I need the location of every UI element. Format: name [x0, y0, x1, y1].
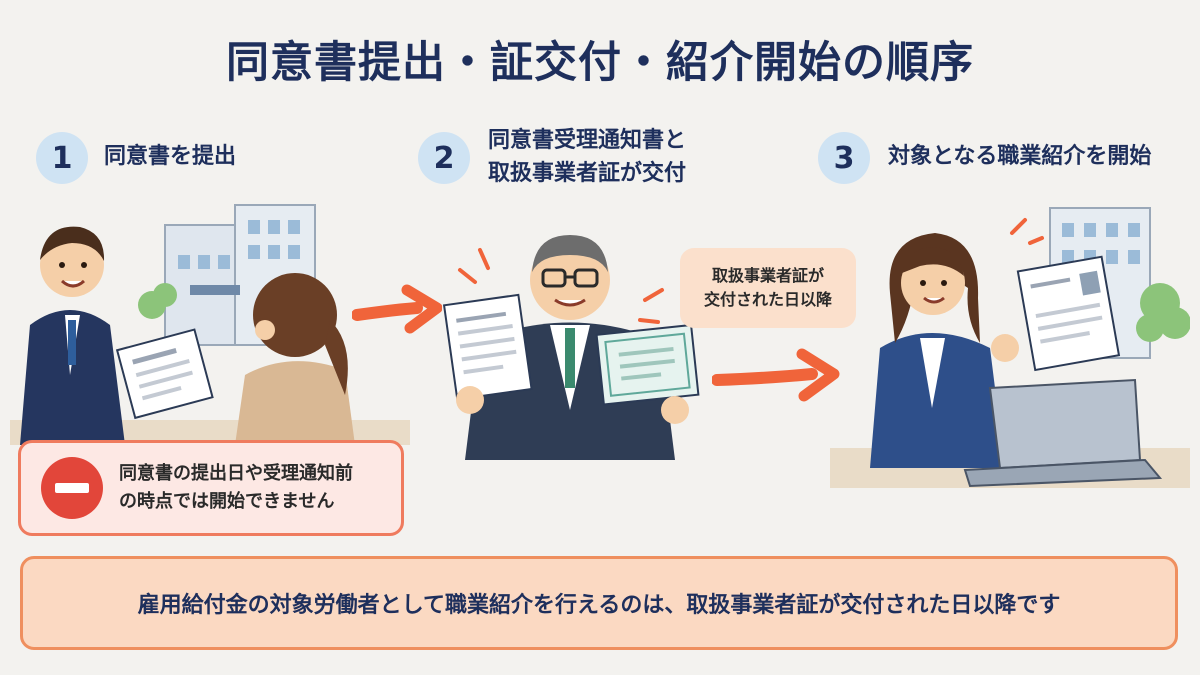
- tree-icon: [1136, 283, 1190, 342]
- warning-line2: の時点では開始できません: [119, 491, 335, 512]
- document-icon: [115, 328, 214, 420]
- no-entry-icon: [41, 457, 103, 519]
- step-2-label-line2: 取扱事業者証が交付: [488, 161, 687, 186]
- step-3-number: 3: [818, 132, 870, 184]
- step-3-label: 対象となる職業紹介を開始: [888, 144, 1152, 169]
- bubble-line1: 取扱事業者証が: [711, 266, 824, 285]
- warning-text: 同意書の提出日や受理通知前 の時点では開始できません: [119, 460, 353, 516]
- scene-certificate-issued: [442, 235, 700, 460]
- laptop-icon: [963, 378, 1163, 488]
- warning-line1: 同意書の提出日や受理通知前: [119, 463, 353, 485]
- page-title: 同意書提出・証交付・紹介開始の順序: [226, 38, 974, 88]
- woman-at-laptop-illustration: [870, 233, 1019, 468]
- sparkle-icon: [1010, 218, 1044, 245]
- certificate-icon: [595, 323, 700, 406]
- tree-icon: [138, 283, 177, 319]
- step-2-number: 2: [418, 132, 470, 184]
- woman-back-view-illustration: [235, 273, 355, 445]
- scene-start-placement: [830, 207, 1190, 488]
- sparkle-icon: [458, 248, 664, 324]
- conclusion-box: 雇用給付金の対象労働者として職業紹介を行えるのは、取扱事業者証が交付された日以降…: [20, 556, 1178, 650]
- step-2-label: 同意書受理通知書と 取扱事業者証が交付: [488, 124, 686, 190]
- notice-document-icon: [442, 293, 533, 401]
- date-condition-bubble: 取扱事業者証が 交付された日以降: [680, 248, 856, 328]
- step-2-label-line1: 同意書受理通知書と: [488, 128, 687, 153]
- arrow-step1-to-step2: [352, 284, 442, 334]
- man-in-suit-illustration: [20, 226, 125, 445]
- arrow-step2-to-step3: [712, 348, 840, 402]
- scene-submit-form: [10, 204, 410, 445]
- step-1-number: 1: [36, 132, 88, 184]
- step-1-label: 同意書を提出: [104, 144, 237, 169]
- document-icon: [1016, 255, 1121, 372]
- conclusion-text: 雇用給付金の対象労働者として職業紹介を行えるのは、取扱事業者証が交付された日以降…: [137, 593, 1061, 618]
- warning-box: 同意書の提出日や受理通知前 の時点では開始できません: [18, 440, 404, 536]
- bubble-line2: 交付された日以降: [703, 290, 832, 309]
